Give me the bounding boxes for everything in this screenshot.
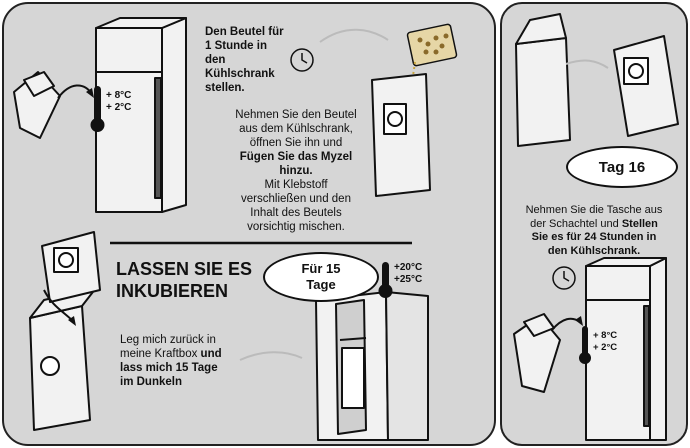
temperature-max: + 8°C — [106, 90, 132, 101]
step3-heading-line: LASSEN SIE ES — [116, 259, 253, 279]
thermometer-icon — [378, 262, 393, 298]
step3-temperature-range: +20°C +25°C — [394, 262, 422, 285]
day-badge: Tag 16 — [566, 146, 678, 188]
kraftbox-illustration — [515, 13, 571, 147]
step4-line-bold: Sie es für 24 Stunden in — [531, 231, 657, 243]
step2-line-bold: hinzu. — [279, 165, 313, 177]
fridge-illustration — [95, 17, 187, 213]
arrow-icon — [319, 28, 389, 43]
step3-heading-line: INKUBIEREN — [116, 281, 229, 301]
arrowhead-icon — [575, 316, 583, 326]
step2-line: verschließen und den — [241, 193, 351, 205]
step1-line: Kühlschrank — [205, 68, 275, 80]
arrow-icon — [565, 59, 609, 69]
step4-temperature-range: + 8°C + 2°C — [593, 330, 617, 353]
step3-line-bold: lass mich 15 Tage — [120, 362, 218, 374]
fridge-illustration — [585, 257, 667, 441]
step1-line: stellen. — [205, 82, 245, 94]
bag-illustration — [371, 73, 431, 197]
step1-line: den — [205, 54, 226, 66]
step3-instruction: Leg mich zurück in meine Kraftbox und la… — [120, 333, 222, 389]
bag-illustration — [513, 313, 561, 393]
step3-heading: LASSEN SIE ES INKUBIEREN — [116, 258, 252, 302]
step2-line-bold: Fügen Sie das Myzel — [239, 151, 353, 163]
thermometer-icon — [579, 326, 591, 364]
temperature-max: +25°C — [394, 273, 423, 285]
temperature-max: + 8°C — [593, 330, 618, 341]
step4-instruction: Nehmen Sie die Tasche aus der Schachtel … — [505, 204, 683, 258]
duration-line: Tage — [306, 277, 336, 292]
mycelium-packet-icon — [406, 23, 458, 81]
step3-line-bold: im Dunkeln — [120, 376, 182, 388]
bag-illustration — [41, 231, 101, 303]
step2-line: aus dem Kühlschrank, — [239, 123, 353, 135]
cabinet-illustration — [315, 291, 429, 441]
step1-line: Den Beutel für — [205, 26, 284, 38]
step4-text-bold: Stellen — [621, 217, 658, 230]
clock-icon — [290, 48, 314, 72]
step2-line: vorsichtig mischen. — [247, 221, 345, 233]
step1-instruction: Den Beutel für 1 Stunde in den Kühlschra… — [205, 25, 284, 95]
arrow-icon — [239, 351, 303, 361]
step4-line: Nehmen Sie die Tasche aus — [525, 204, 663, 216]
step2-line: Nehmen Sie den Beutel — [235, 109, 357, 121]
temperature-min: + 2°C — [593, 341, 618, 353]
step2-instruction: Nehmen Sie den Beutel aus dem Kühlschran… — [216, 108, 376, 234]
temperature-min: + 2°C — [106, 101, 132, 113]
bag-illustration — [13, 71, 61, 139]
step1-temperature-range: + 8°C + 2°C — [106, 90, 131, 113]
clock-icon — [552, 266, 576, 290]
step3-line: Leg mich zurück in — [120, 334, 216, 346]
step3-text-plain: meine Kraftbox — [120, 348, 201, 360]
arrowhead-icon — [68, 316, 76, 326]
step2-line: öffnen Sie ihn und — [249, 137, 343, 149]
duration-line: Für 15 — [301, 261, 341, 276]
arrowhead-icon — [86, 88, 94, 98]
step2-line: Inhalt des Beutels — [250, 207, 342, 219]
bag-illustration — [613, 35, 679, 137]
kraftbox-illustration — [29, 287, 97, 431]
duration-badge: Für 15 Tage — [263, 252, 379, 302]
step3-text-bold: und — [200, 348, 222, 360]
step4-line: der Schachtel und Stellen — [505, 218, 683, 232]
day-label: Tag 16 — [598, 158, 646, 176]
thermometer-icon — [90, 86, 105, 132]
temperature-min: +20°C — [394, 262, 423, 273]
step2-line: Mit Klebstoff — [264, 179, 328, 191]
step4-line-bold: den Kühlschrank. — [547, 244, 641, 257]
step1-line: 1 Stunde in — [205, 40, 267, 52]
step4-text-plain: der Schachtel und — [530, 217, 622, 230]
step3-line: meine Kraftbox und — [120, 347, 222, 361]
